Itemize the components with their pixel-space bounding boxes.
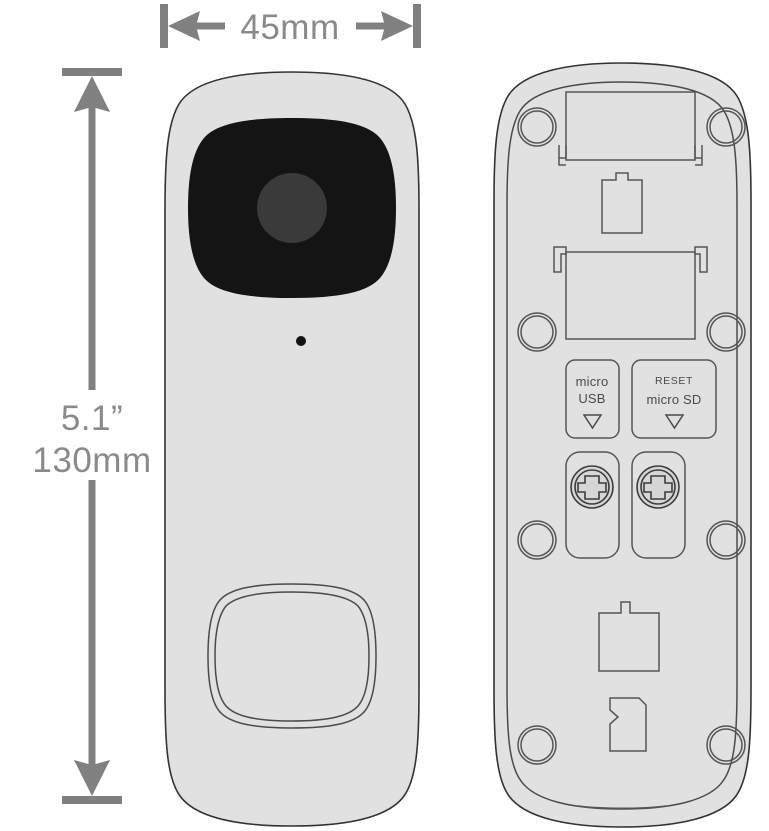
phillips-screw-head: [636, 465, 680, 509]
screw-slot-recess: [565, 451, 620, 559]
doorbell-button-inner: [214, 591, 370, 722]
bracket-tab-upper-right: [694, 145, 703, 166]
camera-lens-glass: [257, 173, 327, 243]
screw-slot-recess: [631, 451, 686, 559]
mounting-screw-hole-inner: [709, 315, 743, 349]
width-dimension-group: 45mm: [160, 4, 421, 48]
wire-terminal-tab-upper: [601, 172, 643, 234]
phillips-screw-cross: [577, 475, 607, 500]
upper-mount-recess: [565, 91, 696, 161]
wire-terminal-tab-lower: [598, 601, 660, 672]
mounting-screw-hole-inner: [709, 523, 743, 557]
sd-label-microsd: micro SD: [646, 392, 701, 407]
phillips-screw-head: [570, 465, 614, 509]
back-view: micro USB RESET micro SD: [493, 62, 752, 828]
height-dimension-label-inches: 5.1”: [61, 399, 123, 438]
speaker-slot: [577, 805, 667, 809]
mounting-screw-hole-inner: [709, 110, 743, 144]
screw-slot-right: [631, 451, 686, 559]
phillips-screw-ring: [574, 469, 610, 505]
port-bay-sd: RESET micro SD: [631, 359, 717, 439]
phillips-screw-ring: [640, 469, 676, 505]
doorbell-button-outer: [207, 583, 377, 729]
mounting-hole-group: [517, 107, 746, 765]
mounting-screw-hole: [706, 725, 746, 765]
mounting-screw-hole-inner: [520, 110, 554, 144]
mounting-screw-hole-inner: [520, 523, 554, 557]
width-dimension-label: 45mm: [240, 8, 339, 47]
sd-card-cutout: [609, 697, 647, 752]
mounting-screw-hole: [517, 312, 557, 352]
screw-slot-left: [565, 451, 620, 559]
width-dimension-left-arrowhead: [168, 11, 200, 41]
battery-recess: [565, 251, 696, 340]
mounting-screw-hole: [517, 520, 557, 560]
triangle-down-icon: [664, 414, 685, 430]
sd-port-bay: [631, 359, 717, 439]
mounting-screw-hole-inner: [520, 728, 554, 762]
usb-label-line2: USB: [578, 391, 605, 406]
sd-label-reset: RESET: [655, 375, 693, 387]
bracket-tab-lower-right: [694, 246, 708, 273]
mounting-screw-hole-inner: [520, 315, 554, 349]
mounting-screw-hole: [706, 107, 746, 147]
usb-port-bay: [565, 359, 620, 439]
mounting-screw-hole: [706, 520, 746, 560]
mounting-screw-hole-inner: [709, 728, 743, 762]
usb-label-line1: micro: [576, 374, 609, 389]
mounting-screw-hole: [517, 725, 557, 765]
port-bay-usb: micro USB: [565, 359, 620, 439]
triangle-down-icon: [582, 414, 603, 430]
height-dimension-group: 5.1” 130mm: [32, 68, 151, 804]
back-body-outline: [493, 62, 752, 828]
height-dimension-top-arrowhead: [74, 76, 110, 112]
microphone-hole: [296, 336, 306, 346]
front-view: [164, 71, 420, 827]
phillips-screw-cross: [643, 475, 673, 500]
bracket-tab-upper-left: [558, 145, 567, 166]
width-dimension-right-arrowhead: [381, 11, 413, 41]
height-dimension-label-mm: 130mm: [32, 441, 151, 480]
height-dimension-bottom-arrowhead: [74, 760, 110, 796]
mounting-screw-hole: [706, 312, 746, 352]
bracket-tab-lower-left: [553, 246, 567, 273]
mounting-screw-hole: [517, 107, 557, 147]
